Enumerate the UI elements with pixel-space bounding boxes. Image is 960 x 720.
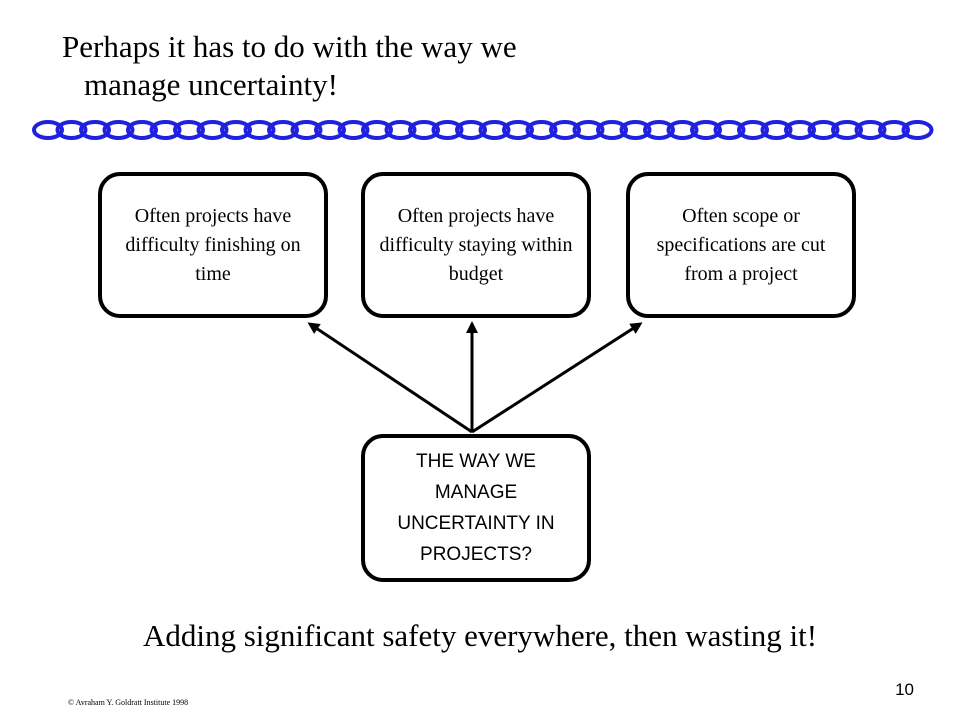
chain-link [173,120,205,140]
effect-text-time: Often projects have difficulty finishing… [125,204,301,285]
chain-link [361,120,393,140]
chain-link [314,120,346,140]
chain-link [79,120,111,140]
chain-link [32,120,64,140]
chain-link [384,120,417,140]
chain-link [572,120,605,140]
chain-link [243,120,276,140]
effect-text-budget: Often projects have difficulty staying w… [379,204,573,285]
chain-link [784,120,816,140]
cause-text: THE WAY WE MANAGE UNCERTAINTY IN PROJECT… [397,451,555,565]
chain-link [149,120,182,140]
chain-link [737,120,769,140]
slide-title-line-1: Perhaps it has to do with the way we [62,29,517,64]
chain-link [901,120,934,140]
effect-text-scope: Often scope or specifications are cut fr… [656,204,826,285]
effect-box-time: Often projects have difficulty finishing… [98,172,328,318]
effect-box-budget: Often projects have difficulty staying w… [361,172,591,318]
chain-link [455,120,487,140]
chain-link [831,120,863,140]
chain-link [619,120,652,140]
cause-box: THE WAY WE MANAGE UNCERTAINTY IN PROJECT… [361,434,591,582]
chain-link [596,120,628,140]
chain-link [807,120,840,140]
chain-links-icon [32,120,934,140]
chain-link [408,120,440,140]
chain-link [196,120,229,140]
chain-link [267,120,299,140]
effect-box-scope: Often scope or specifications are cut fr… [626,172,856,318]
chain-link [126,120,158,140]
chain-link [549,120,581,140]
arrow-to-effect-3 [471,322,643,434]
chain-link [55,120,88,140]
slide-title-line-2: manage uncertainty! [84,67,338,102]
chain-link [525,120,558,140]
chain-link [666,120,699,140]
slide-tagline: Adding significant safety everywhere, th… [142,618,818,653]
chain-link [760,120,793,140]
chain-link [337,120,370,140]
chain-link [478,120,511,140]
chain-link [690,120,722,140]
arrow-to-effect-1 [307,322,473,434]
chain-link [220,120,252,140]
chain-link [431,120,464,140]
chain-link [102,120,135,140]
chain-link [854,120,887,140]
page-number: 10 [895,680,914,699]
chain-link [643,120,675,140]
chain-link [502,120,534,140]
chain-link [878,120,910,140]
copyright-note: © Avraham Y. Goldratt Institute 1998 [68,698,189,707]
slide-title: Perhaps it has to do with the way we man… [62,28,762,104]
chain-link [713,120,746,140]
chain-link [290,120,323,140]
